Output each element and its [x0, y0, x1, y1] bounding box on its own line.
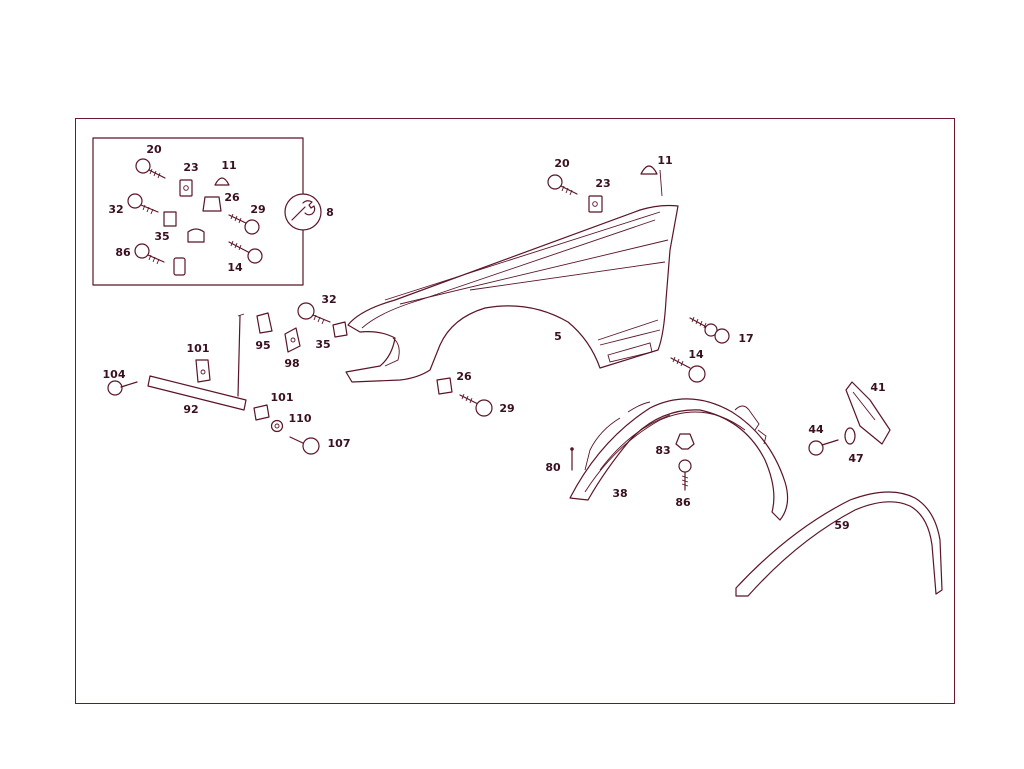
clip-26[interactable]: [436, 377, 453, 395]
label-92: 92: [183, 403, 198, 416]
seal-80[interactable]: [570, 401, 651, 471]
inset-clip-23[interactable]: [179, 179, 193, 197]
clip-35[interactable]: [332, 321, 348, 338]
label-47: 47: [848, 452, 863, 465]
arch-moulding-59[interactable]: [735, 491, 943, 597]
label-80: 80: [545, 461, 561, 474]
inset-label-32: 32: [108, 203, 123, 216]
label-95: 95: [255, 339, 270, 352]
screw-86[interactable]: [678, 459, 692, 491]
part-labels: 20 23 11 32 95 35 98 5 17 14 101 104 92 …: [103, 154, 886, 532]
clip-101-lower[interactable]: [253, 404, 270, 421]
inset-cap-11[interactable]: [214, 177, 230, 186]
label-41: 41: [870, 381, 885, 394]
wrench-icon[interactable]: [284, 193, 322, 231]
label-23: 23: [595, 177, 610, 190]
label-98: 98: [284, 357, 299, 370]
screw-44[interactable]: [808, 439, 839, 456]
label-101-upper: 101: [187, 342, 210, 355]
inset-bolt-86[interactable]: [134, 243, 165, 265]
inset-screw-14[interactable]: [228, 240, 263, 264]
inset-label-11: 11: [221, 159, 236, 172]
screw-104[interactable]: [107, 380, 138, 396]
label-32: 32: [321, 293, 336, 306]
label-26: 26: [456, 370, 472, 383]
label-44: 44: [808, 423, 824, 436]
inset-clip-35[interactable]: [163, 211, 177, 227]
label-86: 86: [675, 496, 691, 509]
label-14: 14: [688, 348, 704, 361]
bolt-32[interactable]: [297, 302, 331, 325]
inset-label-26: 26: [224, 191, 240, 204]
inset-bolt-20[interactable]: [135, 158, 166, 179]
inset-label-35: 35: [154, 230, 169, 243]
nut-83[interactable]: [675, 433, 695, 450]
label-83: 83: [655, 444, 670, 457]
bracket-41[interactable]: [845, 381, 891, 445]
inset-clip-lower[interactable]: [173, 257, 186, 276]
inset-label-20: 20: [146, 143, 162, 156]
label-5: 5: [554, 330, 562, 343]
clip-23[interactable]: [588, 195, 603, 213]
fastener-kit-inset: 20 23 11 32 26 29 35 86 14: [92, 137, 304, 286]
label-104: 104: [103, 368, 126, 381]
label-11: 11: [657, 154, 672, 167]
cap-11[interactable]: [640, 165, 658, 175]
fender-5[interactable]: [345, 169, 679, 383]
diagram-frame: [75, 118, 955, 704]
wheel-arch-liner-38[interactable]: [569, 398, 789, 521]
label-17: 17: [738, 332, 753, 345]
inset-bolt-32[interactable]: [127, 193, 159, 215]
inset-label-29: 29: [250, 203, 265, 216]
label-107: 107: [328, 437, 351, 450]
inset-label-14: 14: [227, 261, 243, 274]
bolt-20[interactable]: [547, 174, 578, 196]
clip-101-upper[interactable]: [195, 359, 211, 383]
inset-label-86: 86: [115, 246, 131, 259]
screw-17[interactable]: [689, 316, 730, 344]
screw-14[interactable]: [670, 356, 706, 383]
label-29: 29: [499, 402, 514, 415]
inset-clip-26[interactable]: [202, 196, 222, 212]
label-110: 110: [289, 412, 312, 425]
support-strut-92[interactable]: [147, 313, 247, 411]
bracket-95[interactable]: [256, 312, 273, 334]
label-101-lower: 101: [271, 391, 294, 404]
bracket-98[interactable]: [284, 327, 301, 353]
screw-29[interactable]: [459, 393, 493, 417]
label-38: 38: [612, 487, 627, 500]
label-20: 20: [554, 157, 570, 170]
washer-47[interactable]: [844, 427, 856, 445]
inset-screw-29[interactable]: [228, 213, 260, 235]
label-35: 35: [315, 338, 330, 351]
bolt-107[interactable]: [289, 436, 320, 455]
label-59: 59: [834, 519, 849, 532]
inset-label-23: 23: [183, 161, 198, 174]
washer-110[interactable]: [270, 419, 284, 433]
label-8: 8: [326, 206, 334, 219]
inset-nut-35[interactable]: [187, 228, 205, 243]
